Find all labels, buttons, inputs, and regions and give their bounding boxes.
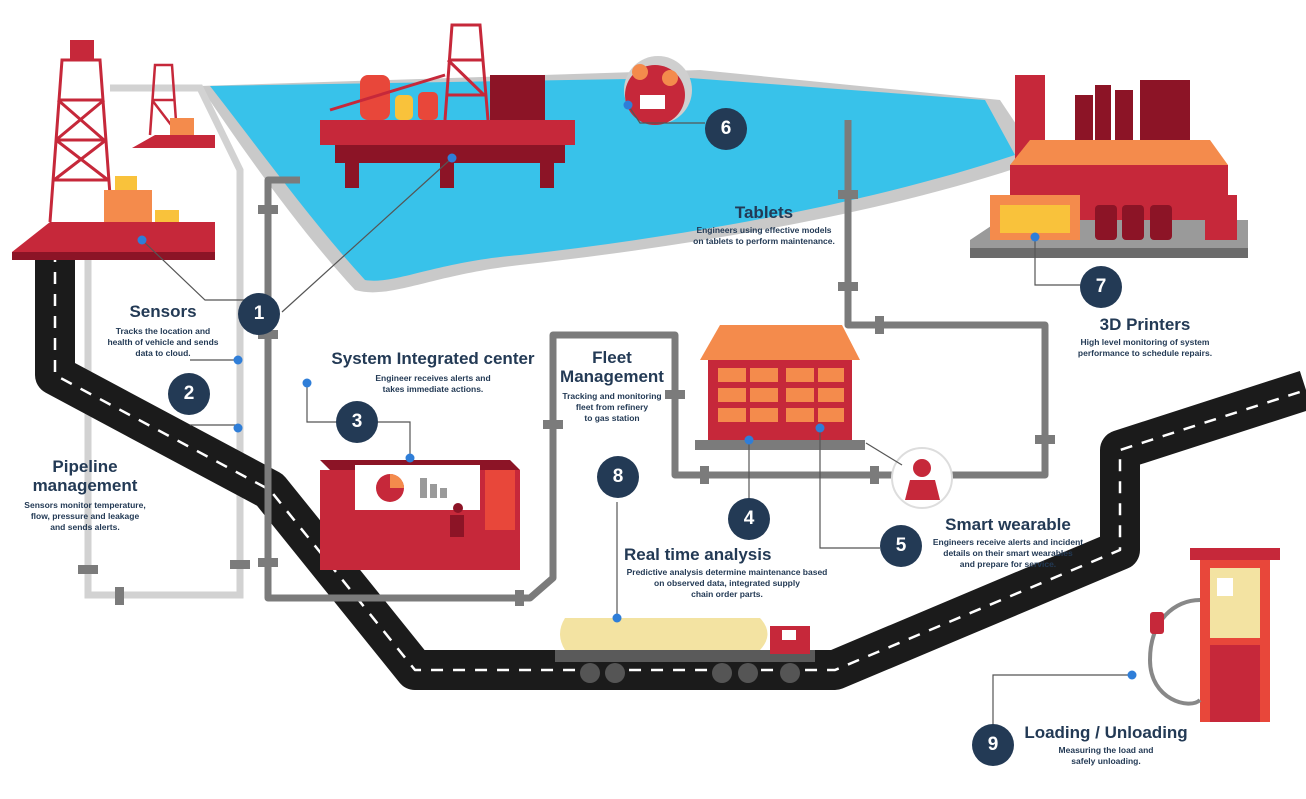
step-desc-tablets: Engineers using effective models on tabl… [693,225,835,246]
step-label-system-center: System Integrated center Engineer receiv… [318,349,548,395]
step-title-system-center: System Integrated center [331,349,535,368]
step-badge-6: 6 [705,108,747,150]
step-title-pipeline: Pipeline management [32,457,138,495]
step-badge-3: 3 [336,401,378,443]
step-label-3d-printers: 3D Printers High level monitoring of sys… [1055,315,1235,359]
step-desc-3d-printers: High level monitoring of system performa… [1077,337,1213,358]
control-center [320,460,520,570]
step-label-pipeline: Pipeline management Sensors monitor temp… [10,457,160,533]
oil-rig-left [12,40,215,260]
tanker-truck [555,618,815,683]
step-label-sensors: Sensors Tracks the location and health o… [88,302,238,359]
step-badge-7: 7 [1080,266,1122,308]
factory-3d-printer [970,75,1248,258]
step-label-wearable: Smart wearable Engineers receive alerts … [918,515,1098,570]
step-title-loading: Loading / Unloading [1024,723,1188,742]
gas-pump [1147,548,1280,722]
tablet-engineers-illustration [624,56,692,125]
step-label-real-time: Real time analysis Predictive analysis d… [602,545,852,600]
step-badge-9: 9 [972,724,1014,766]
light-pipe [84,84,244,599]
step-desc-system-center: Engineer receives alerts and takes immed… [375,373,491,394]
step-badge-5: 5 [880,525,922,567]
step-desc-loading: Measuring the load and safely unloading. [1058,745,1154,766]
step-desc-pipeline: Sensors monitor temperature, flow, press… [24,500,146,532]
step-label-tablets: Tablets Engineers using effective models… [674,203,854,247]
step-title-3d-printers: 3D Printers [1099,315,1191,334]
step-label-loading: Loading / Unloading Measuring the load a… [1015,723,1197,767]
step-title-sensors: Sensors [129,302,197,321]
step-label-fleet: Fleet Management Tracking and monitoring… [550,348,674,424]
step-title-real-time: Real time analysis [624,545,772,564]
step-title-tablets: Tablets [734,203,794,222]
step-badge-1: 1 [238,293,280,335]
step-desc-sensors: Tracks the location and health of vehicl… [107,326,219,358]
smart-wearable-engineer [891,447,953,509]
pipe-main [264,120,1049,602]
step-desc-wearable: Engineers receive alerts and incident de… [932,537,1084,569]
road-lane-markings [53,250,1306,672]
step-badge-4: 4 [728,498,770,540]
warehouse [695,325,865,450]
step-desc-fleet: Tracking and monitoring fleet from refin… [562,391,662,423]
pipe-joints [78,190,1055,606]
connector-lines [141,104,1132,725]
step-badge-8: 8 [597,456,639,498]
step-desc-real-time: Predictive analysis determine maintenanc… [626,567,828,599]
step-title-wearable: Smart wearable [945,515,1071,534]
oil-rig-small [132,63,215,148]
step-title-fleet: Fleet Management [560,348,664,386]
offshore-platform [320,23,575,188]
location-pins [137,100,1137,680]
step-badge-2: 2 [168,373,210,415]
